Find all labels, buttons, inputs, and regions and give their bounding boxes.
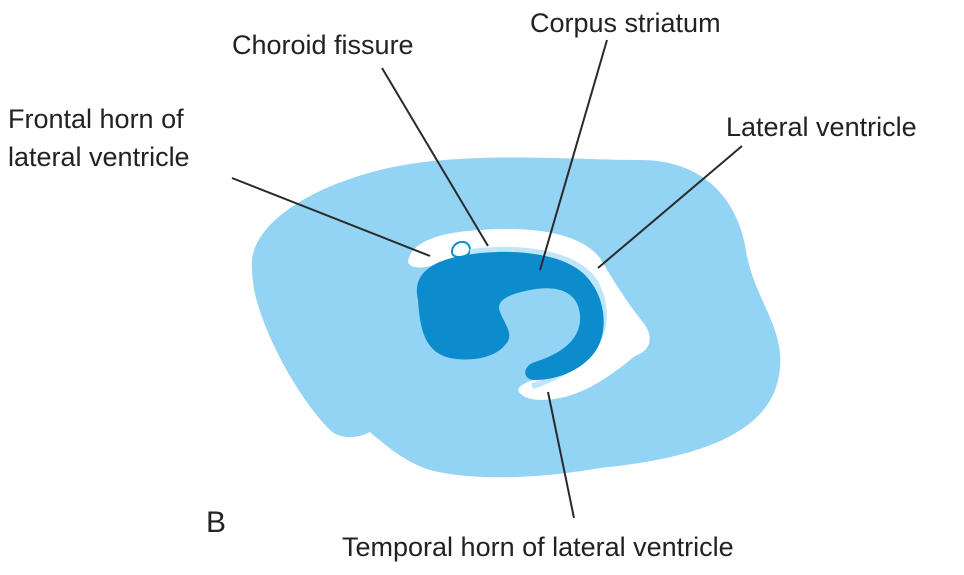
label-corpus-striatum: Corpus striatum (530, 8, 721, 38)
label-frontal-horn-line2: lateral ventricle (8, 142, 190, 172)
corpus-striatum-shape (416, 251, 604, 380)
leader-choroid-fissure (381, 67, 489, 247)
label-temporal-horn: Temporal horn of lateral ventricle (342, 532, 734, 562)
cerebral-hemisphere (251, 157, 781, 478)
leader-corpus-striatum (539, 39, 608, 271)
leader-frontal-horn (231, 177, 431, 257)
leader-lateral-ventricle (597, 145, 743, 269)
label-lateral-ventricle: Lateral ventricle (726, 112, 917, 142)
leader-temporal-horn (547, 391, 575, 519)
label-choroid-fissure: Choroid fissure (232, 30, 414, 60)
panel-letter: B (206, 506, 226, 539)
label-frontal-horn-line1: Frontal horn of (8, 104, 184, 134)
